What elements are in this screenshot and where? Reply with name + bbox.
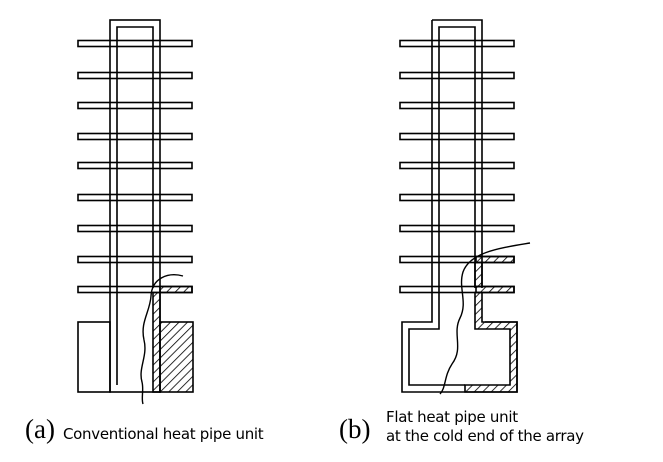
panel-a-fin xyxy=(77,193,193,202)
panel-b-fin xyxy=(399,193,515,202)
panel-b-fin-cut-hatch xyxy=(475,285,515,294)
panel-b-fin xyxy=(399,161,515,170)
panel-b-outer-wall xyxy=(401,19,518,393)
panel-b-fin xyxy=(399,224,515,233)
panel-a-fin xyxy=(77,39,193,48)
panel-a-drawing xyxy=(77,19,194,405)
panel-b-cut-wall-hatch xyxy=(464,261,518,393)
panel-a-left-block xyxy=(77,321,111,393)
panel-b-drawing xyxy=(399,19,531,395)
panel-b-break-line xyxy=(439,242,531,395)
panel-b-fin xyxy=(399,39,515,48)
panel-a-fin xyxy=(77,101,193,110)
panel-a-pipe-inner-wall xyxy=(116,26,154,385)
panel-a-fin xyxy=(77,132,193,141)
panel-a-caption: Conventional heat pipe unit xyxy=(63,425,264,443)
panel-b-fin xyxy=(399,132,515,141)
panel-a-break-line xyxy=(140,274,184,405)
panel-a-pipe-outer-wall xyxy=(109,19,161,393)
panel-b-fin xyxy=(399,71,515,80)
panel-b-caption-line-2: at the cold end of the array xyxy=(386,427,584,445)
panel-b-letter: (b) xyxy=(339,414,371,444)
panel-a-fin-cut-hatch xyxy=(159,285,193,294)
panel-a-right-block xyxy=(159,321,194,393)
panel-b-inner-wall xyxy=(408,26,476,386)
panel-b-fins xyxy=(399,39,515,233)
panel-a-letter: (a) xyxy=(25,414,55,444)
panel-b-caption-line-1: Flat heat pipe unit xyxy=(386,408,518,426)
panel-a-fin xyxy=(77,224,193,233)
panel-a-fin xyxy=(77,255,193,264)
panel-b-fin xyxy=(399,101,515,110)
panel-b-fin-cut-hatch xyxy=(475,255,515,264)
panel-a-fin xyxy=(77,161,193,170)
panel-a-cut-wall xyxy=(152,291,161,393)
panel-a-fin xyxy=(77,71,193,80)
panel-a-fins xyxy=(77,39,193,264)
